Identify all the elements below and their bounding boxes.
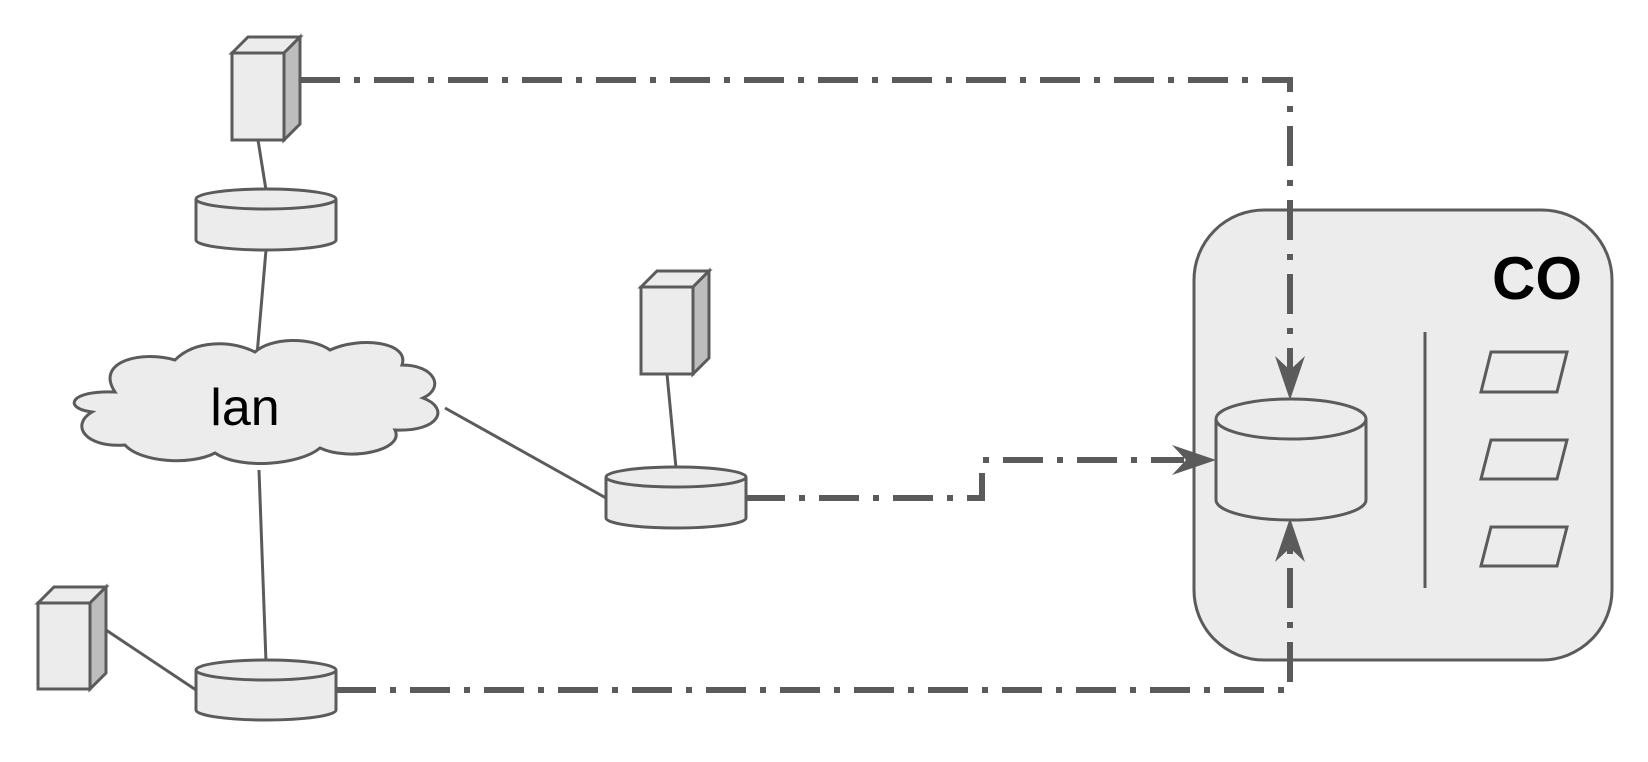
arrowhead-right [1172,445,1216,475]
edge-disk-top-lan [255,249,268,356]
parallelogram-icon [1479,350,1569,394]
arrowhead-up [1275,518,1305,562]
cloud-icon: lan [72,339,440,465]
disk-icon [604,465,748,530]
server-icon [228,33,304,144]
cloud-label: lan [210,379,279,437]
edge-server-top-disk-top [256,139,268,191]
edge-lan-disk-bottom [257,469,268,663]
arrowhead-down [1275,356,1305,400]
edge-server-middle-disk-middle [665,373,678,469]
edge-server-bottom-disk-bottom [105,628,197,692]
disk-icon [194,658,338,722]
parallelogram-icon [1479,438,1569,481]
flow-server-top-to-database [300,77,1293,384]
edge-lan-disk-middle [444,406,607,500]
disk-icon [194,187,338,252]
flow-disk-middle-to-database [745,457,1184,501]
parallelogram-icon [1479,525,1569,568]
co-group-label: CO [1492,245,1582,312]
flow-disk-bottom-to-database [336,540,1293,693]
database-icon [1214,397,1368,522]
server-icon [34,583,110,693]
server-icon [637,267,713,378]
